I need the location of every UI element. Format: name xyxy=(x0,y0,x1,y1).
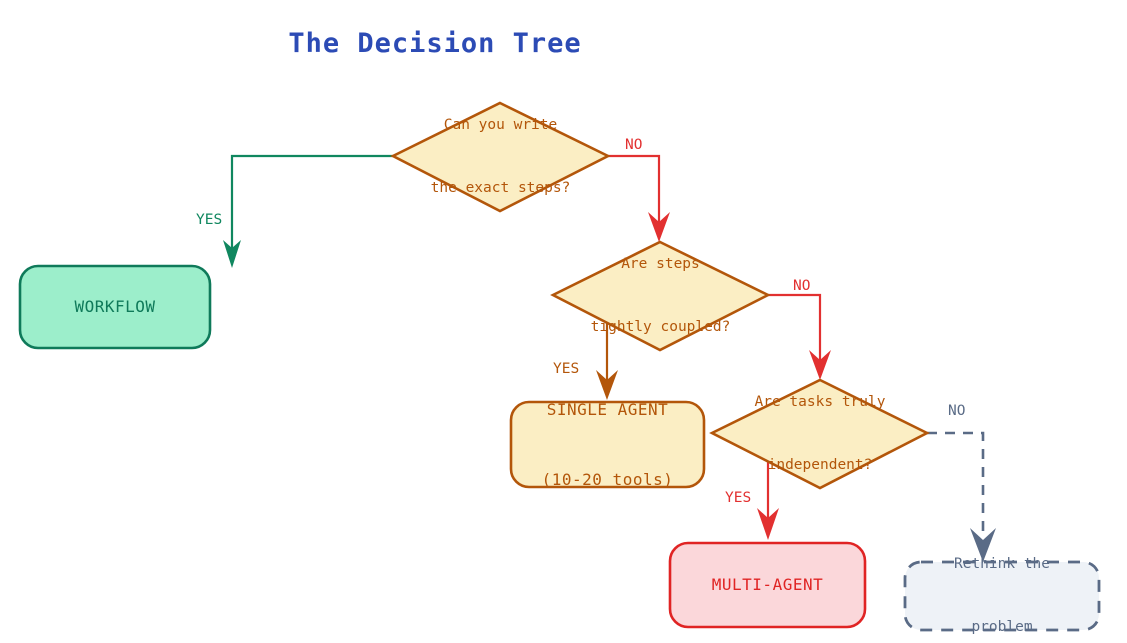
terminal-node-single-agent[interactable] xyxy=(509,400,706,489)
decision-node-tasks-independent[interactable] xyxy=(709,378,930,490)
page-title: The Decision Tree xyxy=(288,28,582,59)
edge-decision3-no xyxy=(927,431,996,562)
edge-decision2-yes xyxy=(596,318,618,400)
terminal-node-workflow[interactable] xyxy=(18,264,212,350)
edge-decision2-no xyxy=(766,293,831,380)
decision-node-can-write-steps[interactable] xyxy=(390,101,611,213)
edge-decision1-yes xyxy=(223,154,395,268)
edge-decision1-no xyxy=(606,154,670,242)
terminal-node-multi-agent[interactable] xyxy=(668,541,867,629)
decision-node-tightly-coupled[interactable] xyxy=(550,240,771,352)
terminal-node-rethink-problem[interactable] xyxy=(903,560,1101,632)
edge-decision3-yes xyxy=(757,456,779,540)
